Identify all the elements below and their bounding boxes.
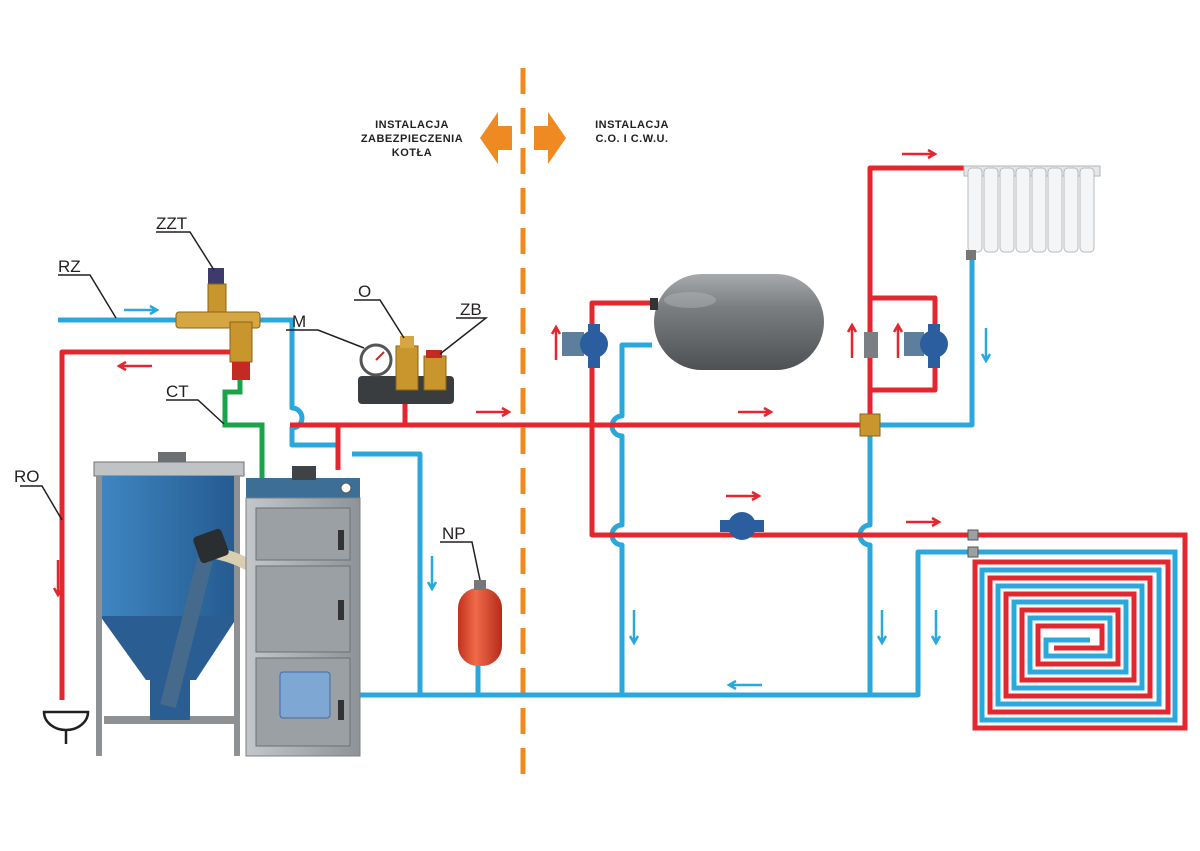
flow-arrow-icon <box>892 322 904 358</box>
flow-arrow-icon <box>846 322 858 358</box>
label-ct: CT <box>166 382 189 401</box>
arrow-left-icon <box>480 112 512 164</box>
thermal-valve-zzt <box>175 268 261 380</box>
boiler <box>245 466 361 757</box>
hot-water-tank <box>650 274 824 370</box>
thermal-line <box>222 378 265 478</box>
zone-right-line-2: C.O. I C.W.U. <box>595 133 668 145</box>
label-zzt: ZZT <box>156 214 187 233</box>
flow-arrow-icon <box>476 406 512 418</box>
flow-arrow-icon <box>116 360 152 372</box>
flow-arrow-icon <box>628 610 640 646</box>
pellet-hopper <box>93 452 245 756</box>
drain-funnel-icon <box>42 710 90 744</box>
flow-arrow-icon <box>550 324 562 360</box>
flow-arrow-icon <box>980 328 992 364</box>
zone-label-left: INSTALACJA ZABEZPIECZENIA KOTŁA <box>361 119 463 159</box>
zone-left-line-1: INSTALACJA <box>375 119 449 131</box>
expansion-vessel <box>458 580 502 666</box>
zone-label-right: INSTALACJA C.O. I C.W.U. <box>595 119 669 145</box>
callouts <box>20 231 489 581</box>
flow-arrow-icon <box>52 560 64 598</box>
mixing-valve-radiator <box>864 332 878 358</box>
pump-tank-loop <box>562 324 608 368</box>
label-np: NP <box>442 524 466 543</box>
zone-left-line-2: ZABEZPIECZENIA <box>361 133 463 145</box>
flow-arrow-icon <box>738 406 774 418</box>
safety-group <box>358 336 454 404</box>
label-o: O <box>358 282 371 301</box>
radiator <box>963 165 1101 260</box>
label-m: M <box>292 312 306 331</box>
zone-right-line-1: INSTALACJA <box>595 119 669 131</box>
arrow-right-icon <box>534 112 566 164</box>
flow-arrow-icon <box>726 490 762 502</box>
flow-arrow-icon <box>930 610 942 646</box>
pump-floor-loop <box>720 512 764 540</box>
label-ro: RO <box>14 467 40 486</box>
flow-arrow-icon <box>124 304 160 316</box>
flow-arrow-icon <box>876 610 888 646</box>
pump-radiator-loop <box>904 324 948 368</box>
floor-heating-coil <box>967 529 1188 731</box>
flow-arrow-icon <box>902 148 938 160</box>
label-rz: RZ <box>58 257 81 276</box>
flow-arrow-icon <box>906 516 942 528</box>
label-zb: ZB <box>460 300 482 319</box>
flow-arrows <box>52 148 992 691</box>
flow-arrow-icon <box>426 556 438 592</box>
return-pipes <box>58 252 975 698</box>
zone-left-line-3: KOTŁA <box>392 147 432 159</box>
flow-arrow-icon <box>726 679 762 691</box>
mixing-valve-main <box>859 413 881 437</box>
